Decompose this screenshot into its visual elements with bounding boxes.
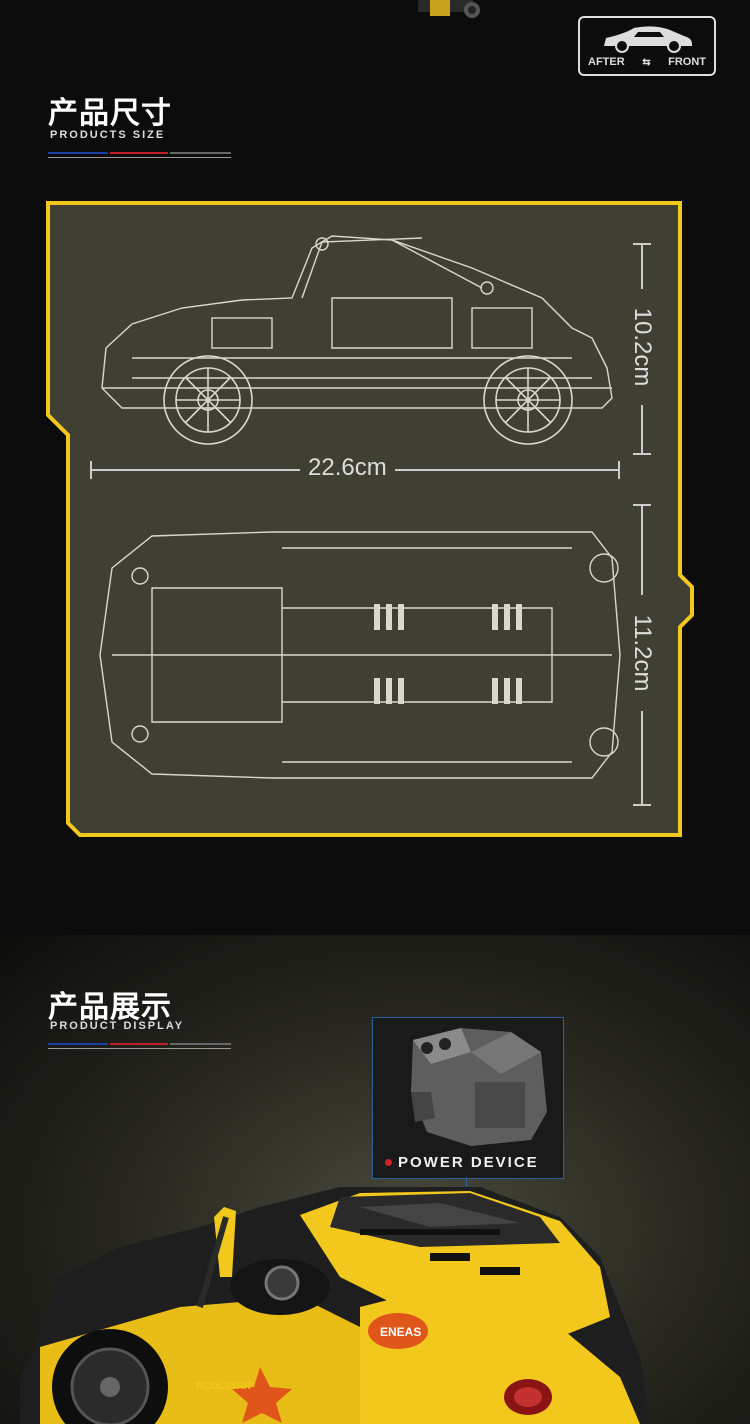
power-device-label: POWER DEVICE <box>398 1154 539 1171</box>
front-label: FRONT <box>668 56 706 68</box>
display-title-cn: 产品展示 <box>48 990 172 1025</box>
width-value: 11.2cm <box>628 595 656 711</box>
side-wheel-rear <box>483 355 573 445</box>
title-rule <box>48 150 231 160</box>
size-title-cn: 产品尺寸 <box>48 96 172 131</box>
display-title-rule <box>48 1041 231 1051</box>
side-wheel-front <box>163 355 253 445</box>
eneas-decal-text: ENEAS <box>380 1325 421 1339</box>
length-value: 22.6cm <box>300 454 395 482</box>
after-label: AFTER <box>588 56 625 68</box>
power-device-callout: POWER DEVICE <box>372 1017 564 1179</box>
direction-arrows-icon: ⇆ <box>642 56 651 68</box>
products-size-section: AFTER ⇆ FRONT 产品尺寸 PRODUCTS SIZE <box>46 0 716 837</box>
after-front-badge: AFTER ⇆ FRONT <box>578 16 716 76</box>
size-title-en: PRODUCTS SIZE <box>50 129 166 141</box>
car-side-blueprint <box>101 235 613 445</box>
product-display-section: 产品展示 PRODUCT DISPLAY POWER DEVICE <box>0 935 750 1424</box>
display-title-en: PRODUCT DISPLAY <box>50 1020 185 1032</box>
power-indicator-dot-icon <box>385 1159 392 1166</box>
power-device-motor-image <box>411 1028 547 1146</box>
cropped-part-image <box>410 0 485 24</box>
height-value: 10.2cm <box>628 289 656 405</box>
car-top-blueprint <box>99 531 621 779</box>
blueprint-panel <box>46 201 694 837</box>
rcolstar-decal-text: RCOLSTAR <box>196 1381 252 1392</box>
top-view-slots <box>374 604 522 704</box>
car-outline-icon <box>604 26 692 53</box>
yellow-car-image: ENEAS RCOLSTAR <box>20 1187 650 1424</box>
